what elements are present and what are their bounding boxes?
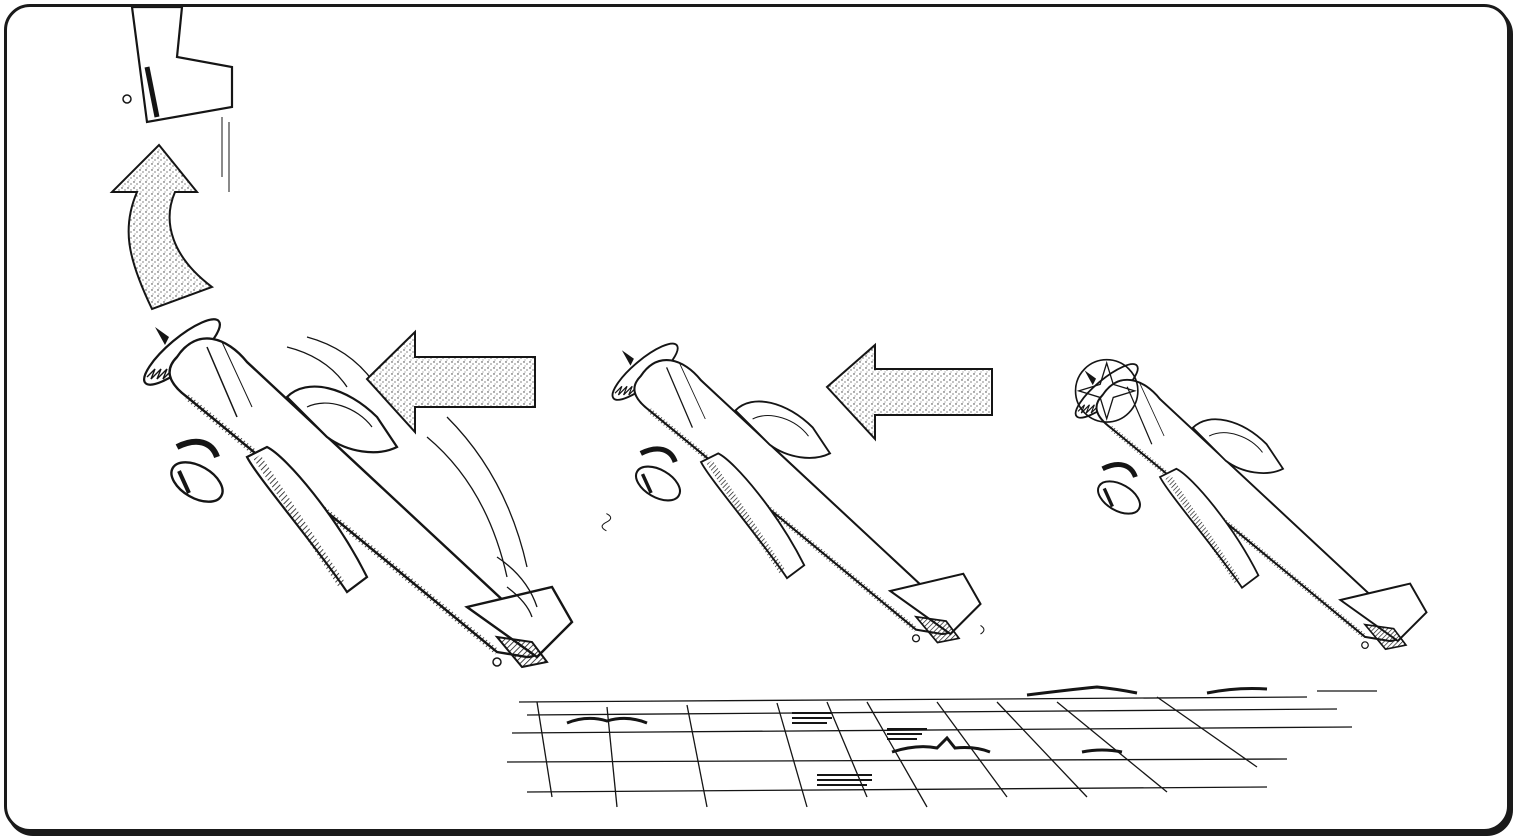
arrow-right-to-middle xyxy=(825,342,993,442)
illustration-frame xyxy=(4,4,1510,832)
rudder-elevator-detail xyxy=(122,7,234,192)
airplane-stage-middle xyxy=(601,336,985,643)
aerobatic-sequence-drawing xyxy=(109,7,1507,808)
ground-field-grid xyxy=(506,685,1377,808)
arrow-middle-to-left xyxy=(365,329,536,435)
arrow-curved-up xyxy=(109,143,215,311)
airplane-stage-right xyxy=(1069,357,1426,649)
